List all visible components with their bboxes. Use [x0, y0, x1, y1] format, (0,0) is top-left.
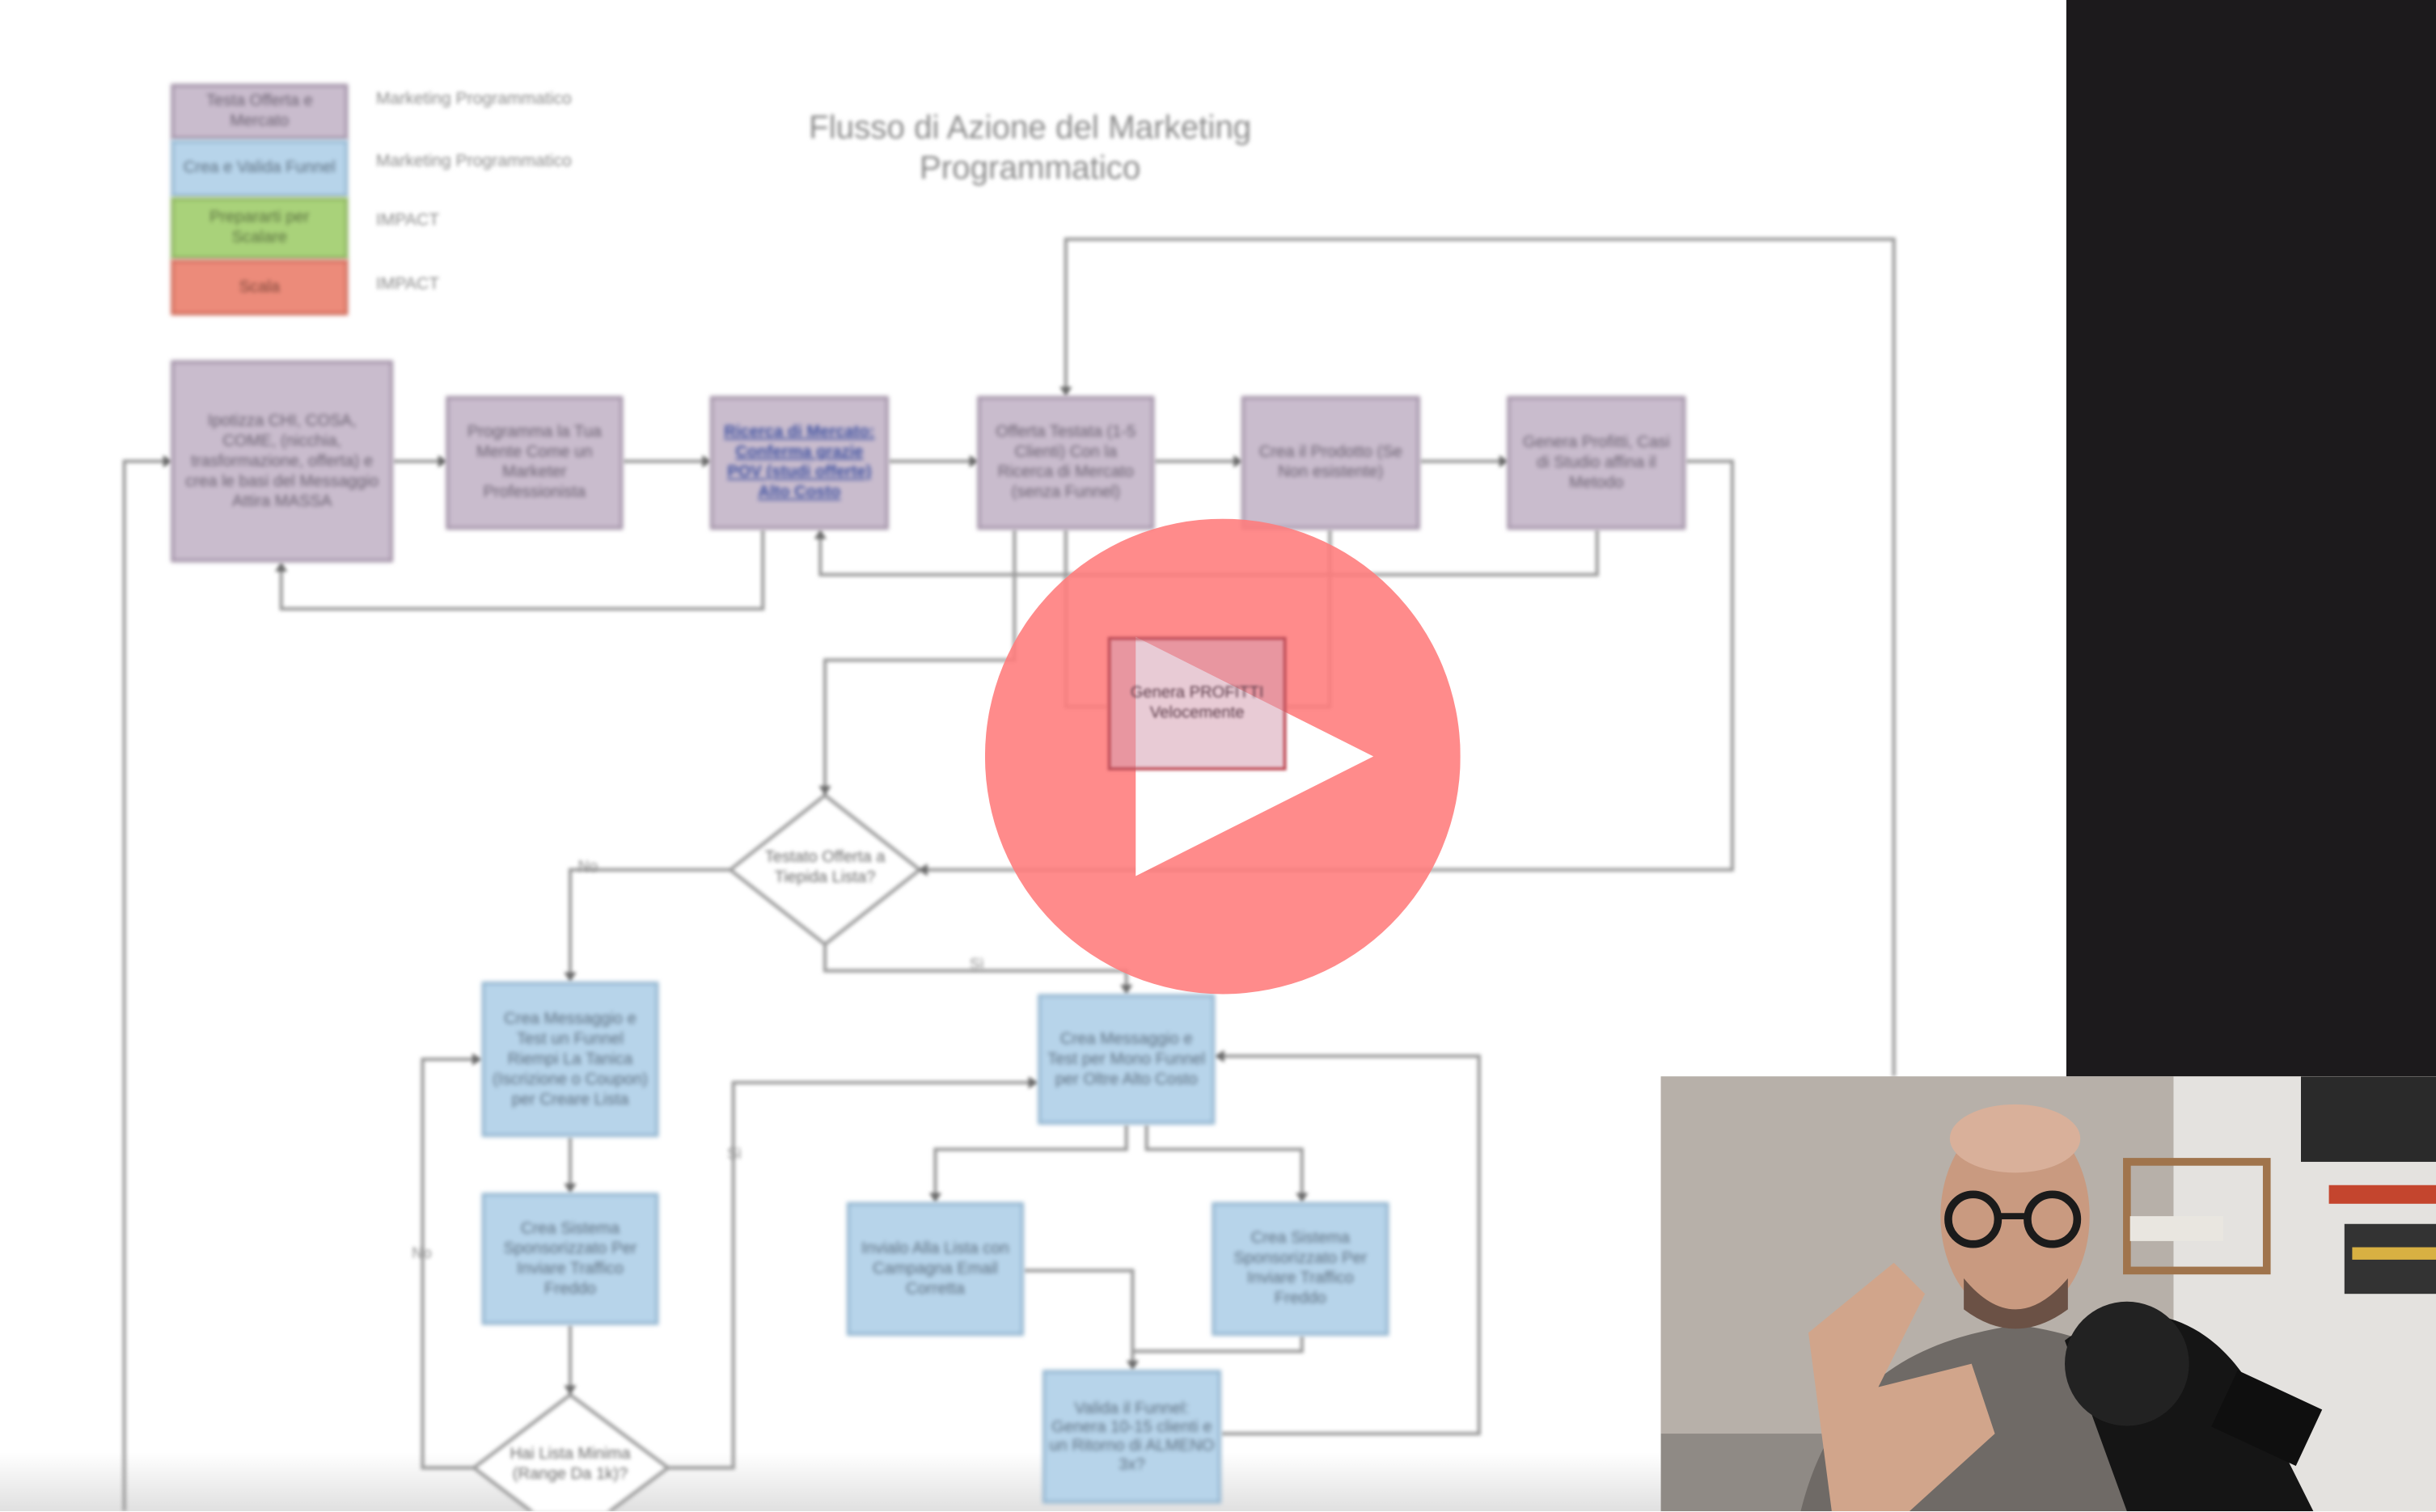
- flow-box-hypothesis: Ipotizza CHI, COSA, COME, (nicchia, tras…: [171, 360, 394, 563]
- legend-label: IMPACT: [375, 275, 440, 294]
- flow-box-mindset: Programma la Tua Mente Come un Marketer …: [446, 395, 624, 530]
- legend-swatch-funnel: Crea e Valida Funnel: [171, 139, 349, 197]
- legend-label: IMPACT: [375, 211, 440, 230]
- flow-box-market-research: Ricerca di Mercato: Conferma grazie POV …: [709, 395, 889, 530]
- flow-box-tested-offer: Offerta Testata (1-5 Clienti) Con la Ric…: [977, 395, 1155, 530]
- webcam-overlay: [1660, 1076, 2436, 1512]
- flow-box-email-campaign: Invialo Alla Lista con Campagna Email Co…: [846, 1202, 1024, 1337]
- legend-swatch-test-offer: Testa Offerta e Mercato: [171, 83, 349, 140]
- flow-box-validate-funnel: Valida il Funnel: Genera 10-15 clienti e…: [1042, 1370, 1221, 1504]
- decision-offer-tested: Testato Offerta a Tiepida Lista?: [764, 847, 886, 887]
- edge-label-no: No: [577, 859, 598, 876]
- edge-label-no: No: [412, 1245, 432, 1263]
- legend-label: Marketing Programmatico: [375, 90, 572, 109]
- flow-box-create-product: Crea il Prodotto (Se Non esistente): [1241, 395, 1420, 530]
- market-research-link[interactable]: Ricerca di Mercato: Conferma grazie POV …: [724, 422, 875, 502]
- flow-box-sponsored-system: Crea Sistema Sponsorizzato Per Inviare T…: [481, 1193, 659, 1325]
- dark-side-panel: [2066, 0, 2436, 1077]
- legend-label: Marketing Programmatico: [375, 152, 572, 171]
- legend-swatch-prepare-scale: Prepararti per Scalare: [171, 196, 349, 260]
- decision-min-list: Hai Lista Minima (Range Da 1k)?: [510, 1444, 631, 1484]
- legend-swatch-scale: Scala: [171, 259, 349, 315]
- diagram-title: Flusso di Azione del Marketing Programma…: [809, 110, 1252, 187]
- flow-box-list-funnel: Crea Messaggio e Test un Funnel Riempi L…: [481, 982, 659, 1138]
- flow-box-profits: Genera Profitti, Casi di Studio affina i…: [1507, 395, 1686, 530]
- flow-box-mono-funnel: Crea Messaggio e Test per Mono Funnel pe…: [1038, 994, 1216, 1125]
- edge-label-yes: Sì: [727, 1146, 742, 1164]
- flow-box-fast-profits: Genera PROFITTI Velocemente: [1107, 636, 1287, 771]
- presenter-image: [1660, 1076, 2436, 1512]
- edge-label-yes: Sì: [969, 957, 984, 974]
- flow-box-cold-traffic: Crea Sistema Sponsorizzato Per Inviare T…: [1212, 1202, 1389, 1337]
